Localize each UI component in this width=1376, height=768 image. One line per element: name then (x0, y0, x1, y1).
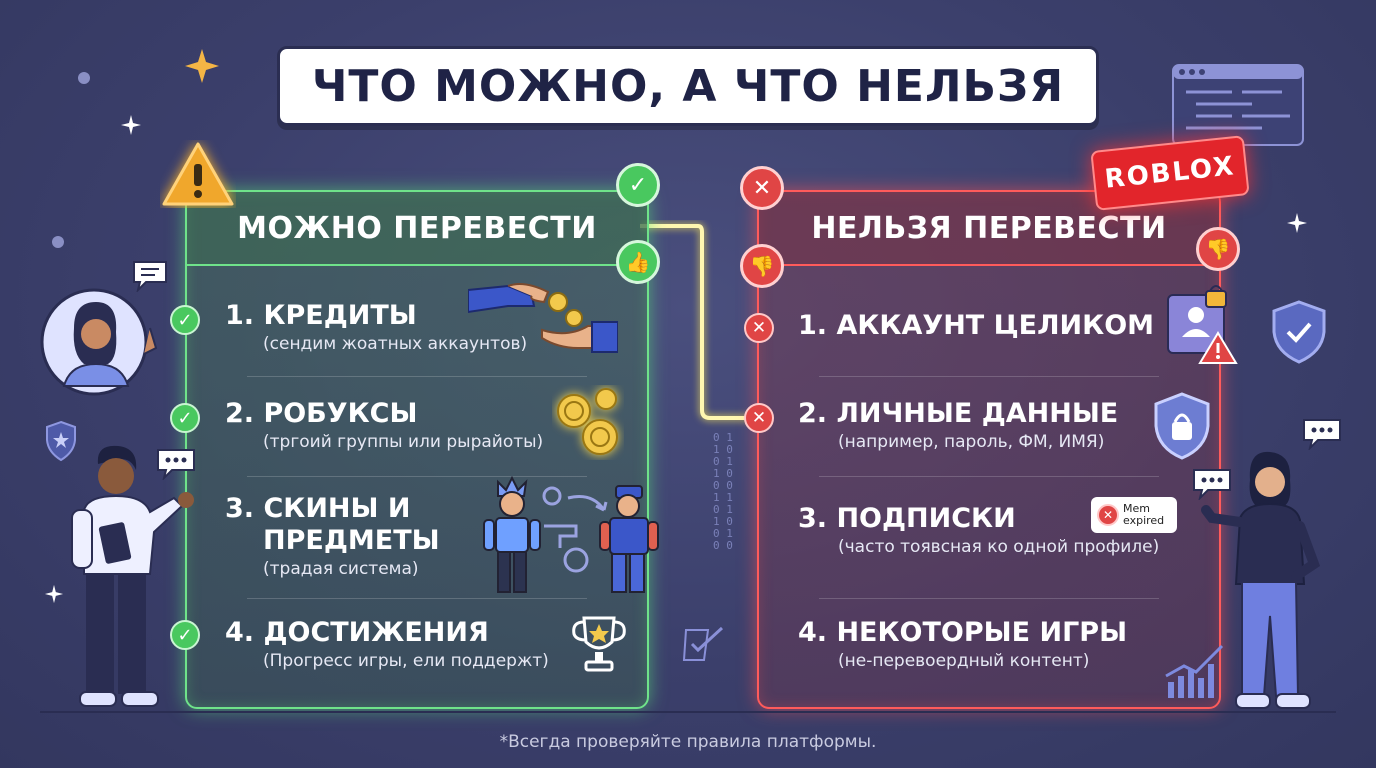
binary-decoration: 0 1 1 0 0 1 1 0 0 0 1 1 0 1 1 0 0 1 0 0 (713, 431, 733, 552)
mem-label: Mem (1123, 502, 1150, 515)
shield-lock-icon (1154, 392, 1210, 460)
item-subtitle: (сендим жоатных аккаунтов) (263, 334, 528, 354)
page-title: ЧТО МОЖНО, А ЧТО НЕЛЬЗЯ (311, 60, 1065, 112)
code-window-icon (1172, 64, 1304, 146)
man-character (71, 445, 194, 707)
forbidden-item: 4. НЕКОТОРЫЕ ИГРЫ (не-перевоердный конте… (798, 617, 1127, 671)
robux-coins-icon (557, 388, 618, 455)
item-subtitle: (часто тоявсная ко одной профиле) (838, 537, 1160, 557)
cross-badge-icon: ✕ (740, 166, 784, 210)
thumbs-down-icon: 👎 (1196, 227, 1240, 271)
allowed-item: 4. ДОСТИЖЕНИЯ (Прогресс игры, ели поддер… (225, 617, 549, 671)
item-title: 4. ДОСТИЖЕНИЯ (225, 617, 489, 648)
shield-star-icon (46, 420, 76, 462)
roblox-logo: ROBLOX (1090, 135, 1250, 211)
check-badge-icon: ✓ (616, 163, 660, 207)
check-flag-icon (682, 626, 724, 661)
expired-label: expired (1123, 514, 1165, 527)
thumbs-up-icon: 👍 (616, 240, 660, 284)
cross-icon: ✕ (1097, 504, 1119, 526)
item-title: 4. НЕКОТОРЫЕ ИГРЫ (798, 617, 1128, 648)
divider (819, 476, 1159, 477)
item-title: 2. РОБУКСЫ (225, 398, 418, 429)
divider (819, 376, 1159, 377)
item-title: 1. АККАУНТ ЦЕЛИКОМ (798, 310, 1155, 341)
divider (819, 598, 1159, 599)
hand-coins-icon (468, 283, 618, 353)
mem-expired-badge: ✕ Mem expired (1091, 497, 1177, 533)
avatar-skins-icon (483, 476, 659, 593)
chat-dots-icon (1193, 469, 1231, 500)
sparkle-icon (121, 115, 141, 135)
dot-decoration (52, 236, 64, 248)
chart-growth-icon (1165, 644, 1224, 698)
forbidden-panel: НЕЛЬЗЯ ПЕРЕВЕСТИ (757, 190, 1221, 709)
item-title: 2. ЛИЧНЫЕ ДАННЫЕ (798, 398, 1119, 429)
forbidden-item: 2. ЛИЧНЫЕ ДАННЫЕ (например, пароль, ФМ, … (798, 398, 1118, 452)
item-subtitle: (например, пароль, ФМ, ИМЯ) (838, 432, 1105, 452)
allowed-item: 2. РОБУКСЫ (тргоий группы или рырайоты) (225, 398, 543, 452)
check-icon: ✓ (170, 620, 200, 650)
divider (247, 376, 587, 377)
footer-note: *Всегда проверяйте правила платформы. (499, 732, 877, 752)
forbidden-item: 1. АККАУНТ ЦЕЛИКОМ (798, 310, 1154, 342)
allowed-item: 1. КРЕДИТЫ (сендим жоатных аккаунтов) (225, 300, 527, 354)
trophy-icon (572, 616, 626, 672)
cross-icon: ✕ (744, 403, 774, 433)
warning-icon (162, 142, 234, 206)
item-title-line2: ПРЕДМЕТЫ (263, 525, 440, 556)
item-subtitle: (тргоий группы или рырайоты) (263, 432, 544, 452)
check-icon: ✓ (170, 403, 200, 433)
woman-avatar (40, 288, 158, 396)
sparkle-icon (44, 584, 64, 604)
sparkle-icon (1287, 213, 1307, 233)
item-title: 3. СКИНЫ И (225, 493, 411, 524)
woman-character (1201, 451, 1321, 709)
dot-decoration (78, 72, 90, 84)
connector-line (640, 224, 758, 420)
ground-line (40, 711, 1336, 713)
chat-dots-icon (1303, 419, 1341, 450)
chat-dots-icon (157, 449, 195, 480)
chat-bubble-icon (133, 261, 167, 292)
thumbs-down-icon: 👎 (740, 244, 784, 288)
allowed-heading: МОЖНО ПЕРЕВЕСТИ (187, 192, 647, 266)
divider (247, 476, 587, 477)
page-title-box: ЧТО МОЖНО, А ЧТО НЕЛЬЗЯ (277, 46, 1099, 126)
item-title: 3. ПОДПИСКИ (798, 503, 1016, 534)
item-subtitle: (традая система) (263, 559, 419, 579)
allowed-item: 3. СКИНЫ И ПРЕДМЕТЫ (традая система) (225, 493, 440, 579)
cross-icon: ✕ (744, 313, 774, 343)
locked-profile-icon (1167, 285, 1238, 364)
item-subtitle: (Прогресс игры, ели поддержт) (263, 651, 549, 671)
forbidden-item: 3. ПОДПИСКИ (часто тоявсная ко одной про… (798, 503, 1159, 557)
shield-check-icon (1272, 300, 1326, 364)
item-subtitle: (не-перевоердный контент) (838, 651, 1090, 671)
divider (247, 598, 587, 599)
sparkle-icon (185, 49, 219, 83)
item-title: 1. КРЕДИТЫ (225, 300, 417, 331)
check-icon: ✓ (170, 305, 200, 335)
allowed-panel: МОЖНО ПЕРЕВЕСТИ (185, 190, 649, 709)
